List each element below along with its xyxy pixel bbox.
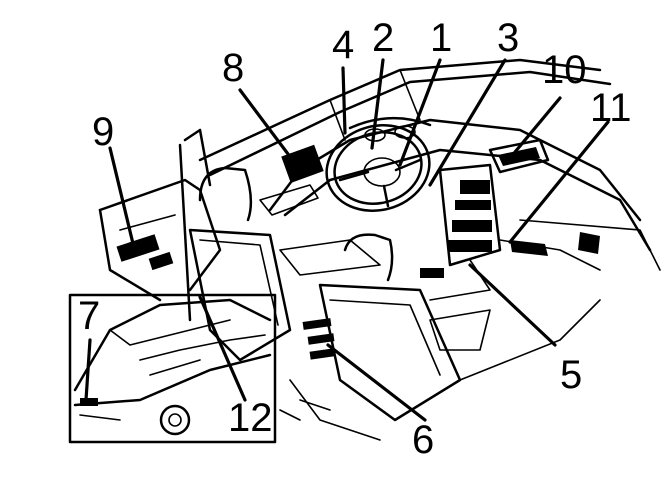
center-console <box>420 163 502 301</box>
b-pillar <box>178 128 212 322</box>
callout-6: 6 <box>412 418 435 462</box>
callout-2: 2 <box>372 16 395 60</box>
callout-11: 11 <box>590 86 632 130</box>
inset-car <box>68 293 277 444</box>
callout-1: 1 <box>430 16 453 60</box>
callout-8: 8 <box>222 46 245 90</box>
left-vent <box>259 144 324 216</box>
callout-9: 9 <box>92 110 115 154</box>
seat-switch <box>302 318 335 360</box>
steering-wheel <box>325 124 431 212</box>
callout-3: 3 <box>497 16 520 60</box>
callout-7: 7 <box>78 294 101 338</box>
right-panel-vent <box>510 232 600 256</box>
callout-4: 4 <box>332 23 355 67</box>
callout-5: 5 <box>560 353 583 397</box>
callout-10: 10 <box>542 48 587 92</box>
driver-seat-cushion <box>279 239 381 276</box>
instrument-cluster <box>348 117 432 142</box>
callout-12: 12 <box>228 396 273 440</box>
floor-outline <box>279 299 601 441</box>
windshield-frame <box>198 58 612 177</box>
leader-lines <box>84 58 610 422</box>
